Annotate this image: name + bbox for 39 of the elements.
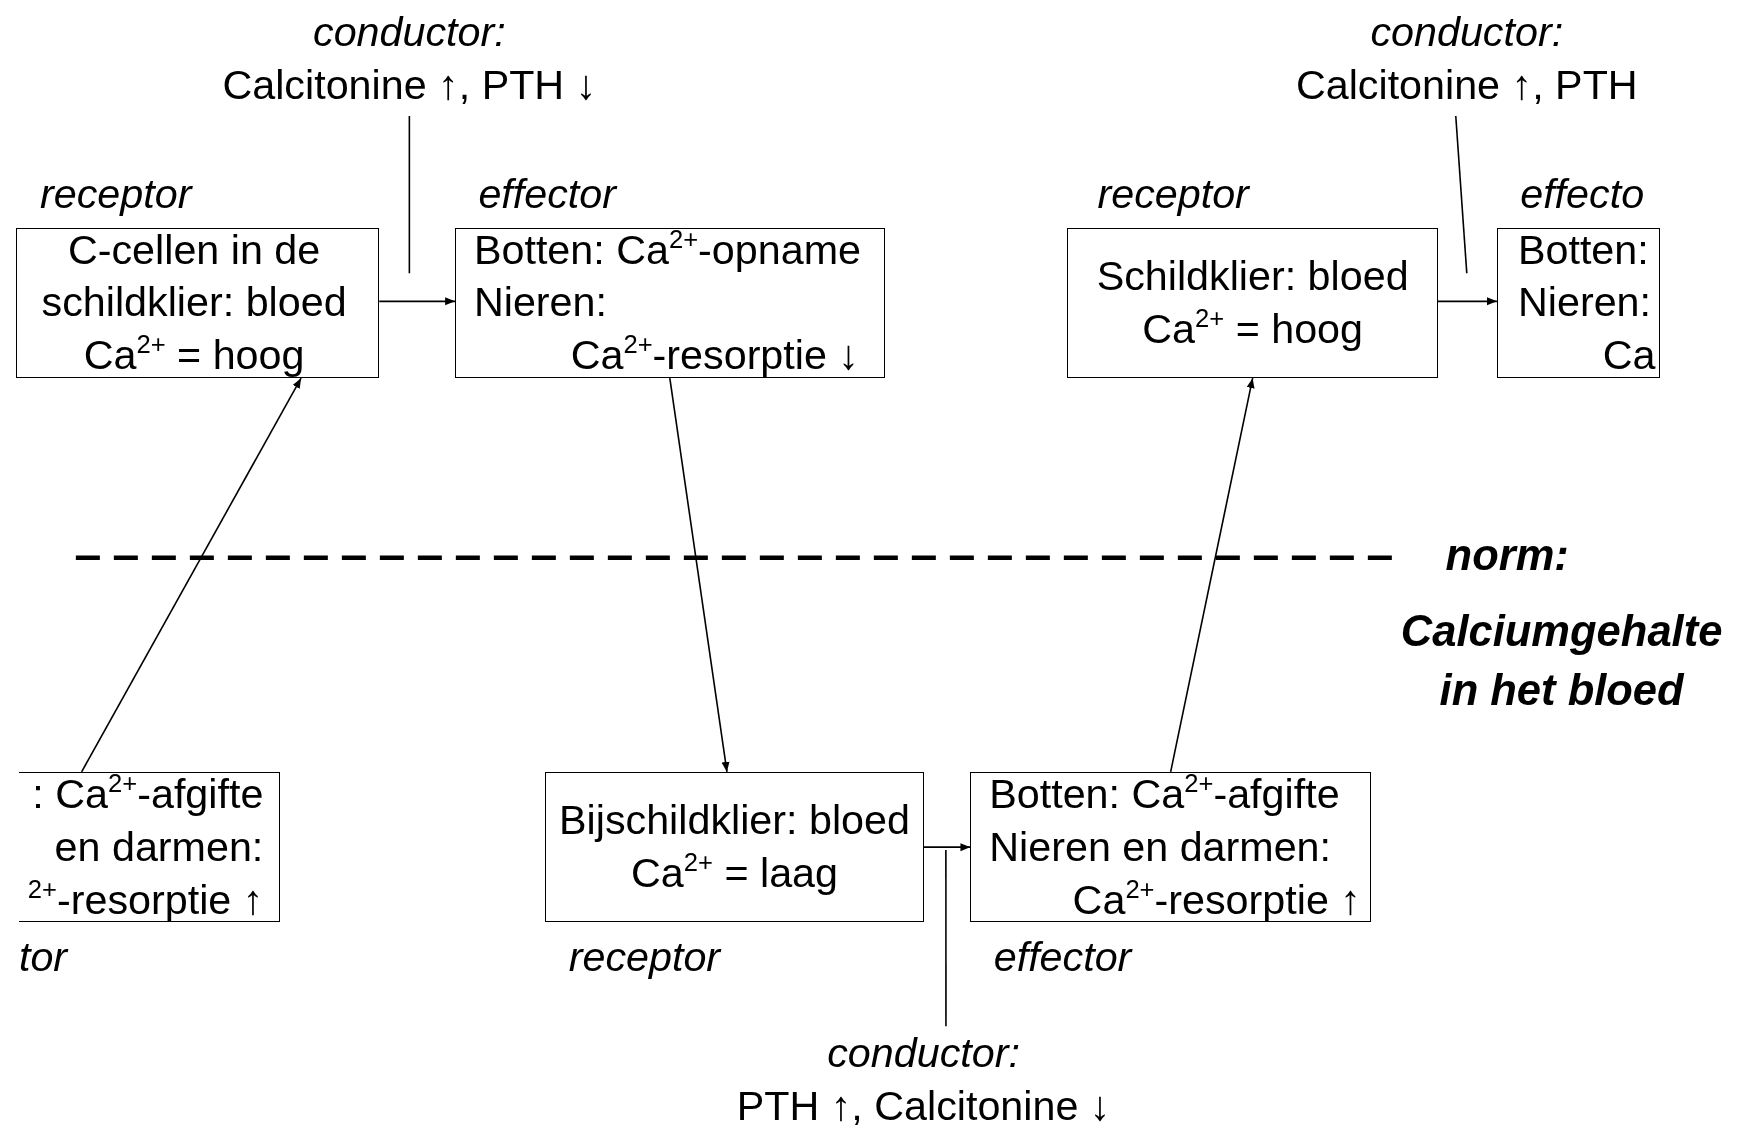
box-text: Bijschildklier: bloed Ca$^{2+}$ = laag xyxy=(558,796,911,899)
box-text: Ca$^{2+}$-resorptie ↑ xyxy=(1071,873,1361,925)
hormone-text: Calcitonine ↑, PTH xyxy=(1295,61,1638,111)
leader-line xyxy=(408,115,411,275)
role-heading: tor xyxy=(18,932,68,982)
hormone-text: Calcitonine ↑, PTH ↓ xyxy=(222,61,597,111)
box-text: Ca xyxy=(1601,331,1657,381)
box-text: Nieren: xyxy=(473,278,608,328)
box-text: : Ca$^{2+}$-afgifte xyxy=(31,768,264,819)
role-heading: receptor xyxy=(568,932,721,982)
arrow xyxy=(80,377,302,773)
box-text: Botten: Ca$^{2+}$-afgifte xyxy=(989,768,1341,819)
norm-label: norm: xyxy=(1445,530,1570,582)
box-text: C-cellen in de schildklier: bloed Ca$^{2+}$ = hoog xyxy=(40,225,348,381)
box-text: $^{2+}$-resorptie ↑ xyxy=(26,873,264,925)
arrow xyxy=(669,377,730,773)
conductor-heading: conductor: xyxy=(827,1028,1020,1078)
arrow xyxy=(922,843,972,852)
arrow xyxy=(378,297,456,306)
conductor-heading: conductor: xyxy=(313,8,506,58)
conductor-heading: conductor: xyxy=(1370,8,1564,58)
role-heading: receptor xyxy=(40,170,192,220)
leader-line xyxy=(945,849,947,1027)
role-heading: effecto xyxy=(1520,170,1645,220)
box-text: Nieren: xyxy=(1517,278,1652,328)
box-text: Botten: xyxy=(1517,225,1650,275)
box-text: Ca$^{2+}$-resorptie ↓ xyxy=(569,329,859,381)
norm-description: Calciumgehalte in het bloed xyxy=(1399,606,1724,717)
box-text: Nieren en darmen: xyxy=(989,822,1333,872)
role-heading: effector xyxy=(478,170,616,220)
role-heading: receptor xyxy=(1097,170,1249,220)
arrow xyxy=(1169,377,1255,773)
box-text: en darmen: xyxy=(53,822,264,872)
hormone-text: PTH ↑, Calcitonine ↓ xyxy=(736,1081,1111,1131)
box-text: Schildklier: bloed Ca$^{2+}$ = hoog xyxy=(1095,252,1410,354)
leader-line xyxy=(1454,115,1468,275)
arrow xyxy=(1437,297,1498,306)
role-heading: effector xyxy=(993,932,1132,982)
box-text: Botten: Ca$^{2+}$-opname xyxy=(473,223,859,275)
